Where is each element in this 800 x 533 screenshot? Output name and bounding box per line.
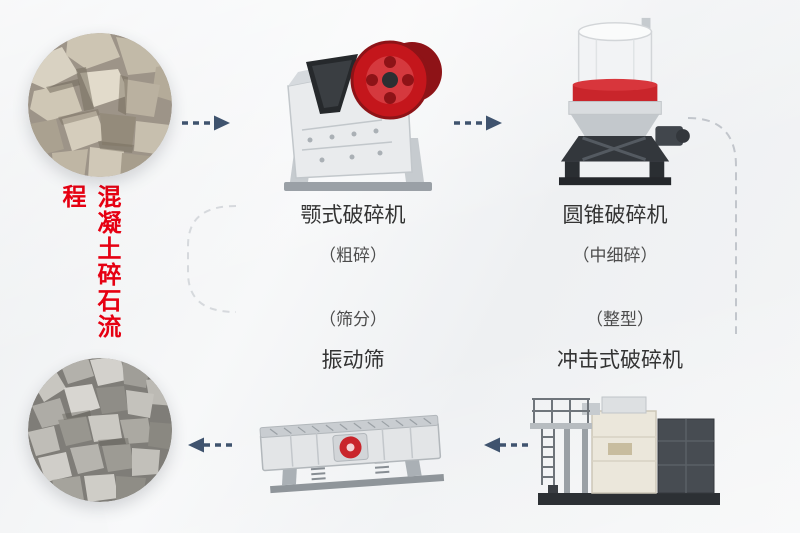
jaw-crusher-image (262, 20, 452, 200)
impact-crusher-image (512, 385, 732, 515)
finished-gravel-photo (28, 358, 172, 502)
gravel-stones-illustration (28, 358, 172, 502)
jaw-crusher-note: （粗碎） (319, 246, 387, 265)
vibrating-screen-illustration (259, 414, 445, 494)
cone-crusher-illustration (558, 17, 690, 186)
arrow-left-icon-2 (188, 437, 236, 453)
vibrating-screen-image (252, 392, 462, 507)
cone-crusher-note: （中细碎） (572, 246, 658, 265)
cone-crusher-image (545, 12, 693, 194)
impact-crusher-label: 冲击式破碎机 (557, 349, 683, 372)
concrete-rubble-illustration (28, 33, 172, 177)
arrow-left-icon-1 (484, 437, 532, 453)
vibrating-screen-label: 振动筛 (321, 349, 385, 372)
diagram-title: 混凝土碎石流程 (58, 184, 120, 340)
vibrating-screen-note: （筛分） (319, 310, 387, 329)
arrow-right-icon-1 (182, 115, 230, 131)
jaw-crusher-label: 颚式破碎机 (300, 204, 406, 227)
impact-crusher-note: （整型） (586, 310, 654, 329)
raw-concrete-photo (28, 33, 172, 177)
cone-crusher-label: 圆锥破碎机 (562, 204, 668, 227)
arrow-right-icon-2 (454, 115, 502, 131)
impact-crusher-illustration (530, 396, 720, 505)
jaw-crusher-illustration (284, 40, 442, 191)
